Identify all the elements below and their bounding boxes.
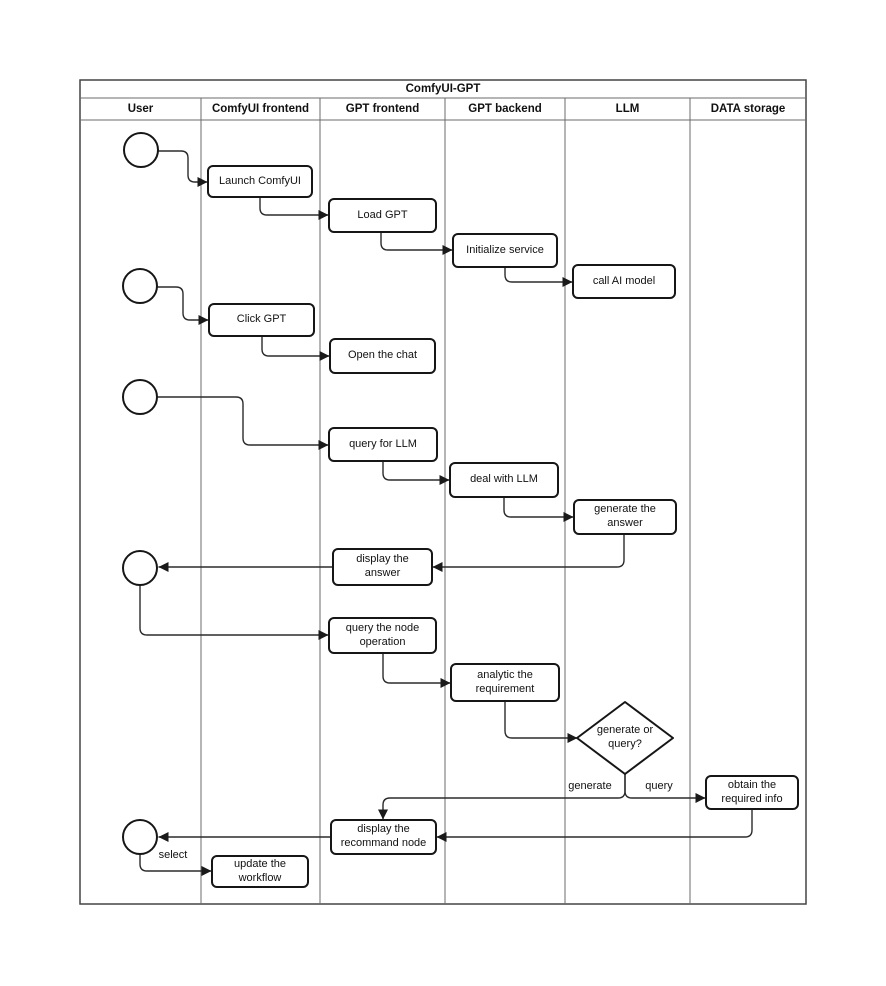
start-node-start-3 xyxy=(122,379,158,415)
edge-start1-to-launch xyxy=(157,150,208,187)
edge-obtain-to-recommand xyxy=(436,809,753,842)
lane-header-comfyui-frontend: ComfyUI frontend xyxy=(211,103,310,115)
decision-generate-or-query xyxy=(576,701,674,775)
edge-dealllm-to-genanswer xyxy=(503,497,574,522)
start-node-start-4 xyxy=(122,550,158,586)
edge-queryllm-to-dealllm xyxy=(382,461,450,485)
diagram-title: ComfyUI-GPT xyxy=(405,83,481,95)
edge-decision-generate-branch xyxy=(378,772,626,820)
lane-header-data-storage: DATA storage xyxy=(710,103,786,115)
edge-start4-to-querynode xyxy=(139,584,329,640)
lane-header-gpt-backend: GPT backend xyxy=(468,103,542,115)
edge-loadgpt-to-initialize xyxy=(380,232,453,255)
edge-querynode-to-analytic xyxy=(382,653,451,688)
start-node-start-5 xyxy=(122,819,158,855)
edge-launch-to-loadgpt xyxy=(259,197,329,220)
frame-border xyxy=(79,79,807,905)
edge-start5-to-update xyxy=(139,853,212,876)
lane-header-gpt-frontend: GPT frontend xyxy=(345,103,420,115)
edge-start2-to-clickgpt xyxy=(156,286,209,325)
edge-genanswer-to-dispanswer xyxy=(432,534,625,572)
start-node-start-1 xyxy=(123,132,159,168)
lane-header-llm: LLM xyxy=(615,103,640,115)
start-node-start-2 xyxy=(122,268,158,304)
edge-clickgpt-to-openchat xyxy=(261,336,330,361)
edge-layer xyxy=(139,150,753,876)
lane-header-user: User xyxy=(127,103,154,115)
edge-analytic-to-decision xyxy=(504,701,578,743)
edge-start3-to-queryllm xyxy=(156,396,329,450)
edge-initialize-to-callai xyxy=(504,267,573,287)
shape-layer xyxy=(122,132,674,855)
swimlane-grid xyxy=(79,79,807,905)
edge-decision-query-branch xyxy=(624,772,706,803)
